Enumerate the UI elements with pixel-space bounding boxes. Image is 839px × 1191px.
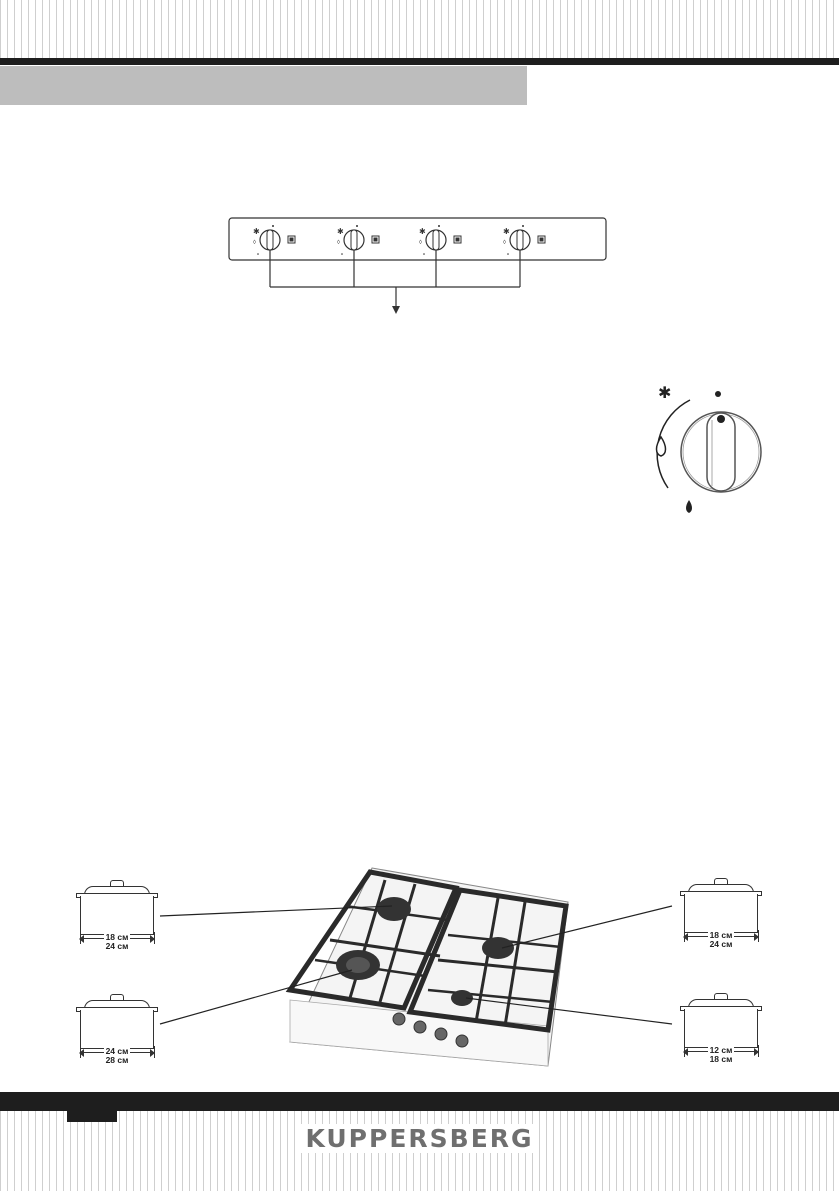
header-rule xyxy=(0,58,839,65)
pot-max-diameter: 24 см xyxy=(103,941,131,951)
page-number-tab xyxy=(67,1111,117,1122)
large-flame-icon xyxy=(655,435,667,457)
burner-position-icon xyxy=(680,411,762,493)
pot-bottom-left: 24 см 28 см xyxy=(76,994,158,1068)
svg-text:✱: ✱ xyxy=(253,227,260,236)
header-stripe-pattern xyxy=(0,0,839,58)
pot-min-diameter: 24 см xyxy=(103,1046,131,1056)
burner-knob-icon: ✱ ◊ xyxy=(419,225,462,255)
pot-leader-lines xyxy=(159,905,673,1025)
svg-text:◊: ◊ xyxy=(503,239,506,246)
svg-text:◊: ◊ xyxy=(337,239,340,246)
svg-text:◊: ◊ xyxy=(253,239,256,246)
pot-min-diameter: 18 см xyxy=(103,932,131,942)
pot-max-diameter: 18 см xyxy=(707,1054,735,1064)
pot-max-diameter: 24 см xyxy=(707,939,735,949)
pot-top-right: 18 см 24 см xyxy=(680,878,762,952)
small-flame-icon xyxy=(686,500,692,513)
pot-min-diameter: 18 см xyxy=(707,930,735,940)
section-heading-bar xyxy=(0,66,527,105)
svg-text:✱: ✱ xyxy=(503,227,510,236)
brand-logo: KUPPERSBERG xyxy=(0,1124,839,1153)
burner-caps xyxy=(336,897,514,1006)
pot-bottom-right: 12 см 18 см xyxy=(680,993,762,1067)
svg-text:✱: ✱ xyxy=(419,227,426,236)
knob-detail-diagram: ✱ xyxy=(655,383,762,513)
footer-rule xyxy=(0,1092,839,1111)
pot-min-diameter: 12 см xyxy=(707,1045,735,1055)
off-dot-icon xyxy=(715,391,721,397)
leader-arrow-icon xyxy=(392,306,400,314)
knob-leader-lines xyxy=(269,250,521,308)
burner-knob-icon: ✱ ◊ xyxy=(253,225,296,255)
hob-knobs xyxy=(392,1012,469,1048)
control-panel-diagram: ✱ ◊ ✱ ◊ ✱ ◊ xyxy=(228,217,607,314)
brand-name: KUPPERSBERG xyxy=(301,1124,538,1153)
pot-max-diameter: 28 см xyxy=(103,1055,131,1065)
hob-diagram xyxy=(159,867,673,1067)
burner-knob-icon: ✱ ◊ xyxy=(503,225,546,255)
panel-knob-group: ✱ ◊ ✱ ◊ ✱ ◊ xyxy=(253,225,546,255)
svg-text:✱: ✱ xyxy=(337,227,344,236)
pot-top-left: 18 см 24 см xyxy=(76,880,158,954)
burner-knob-icon: ✱ ◊ xyxy=(337,225,380,255)
svg-text:◊: ◊ xyxy=(419,239,422,246)
grate-right xyxy=(406,887,569,1033)
spark-icon: ✱ xyxy=(658,383,671,402)
